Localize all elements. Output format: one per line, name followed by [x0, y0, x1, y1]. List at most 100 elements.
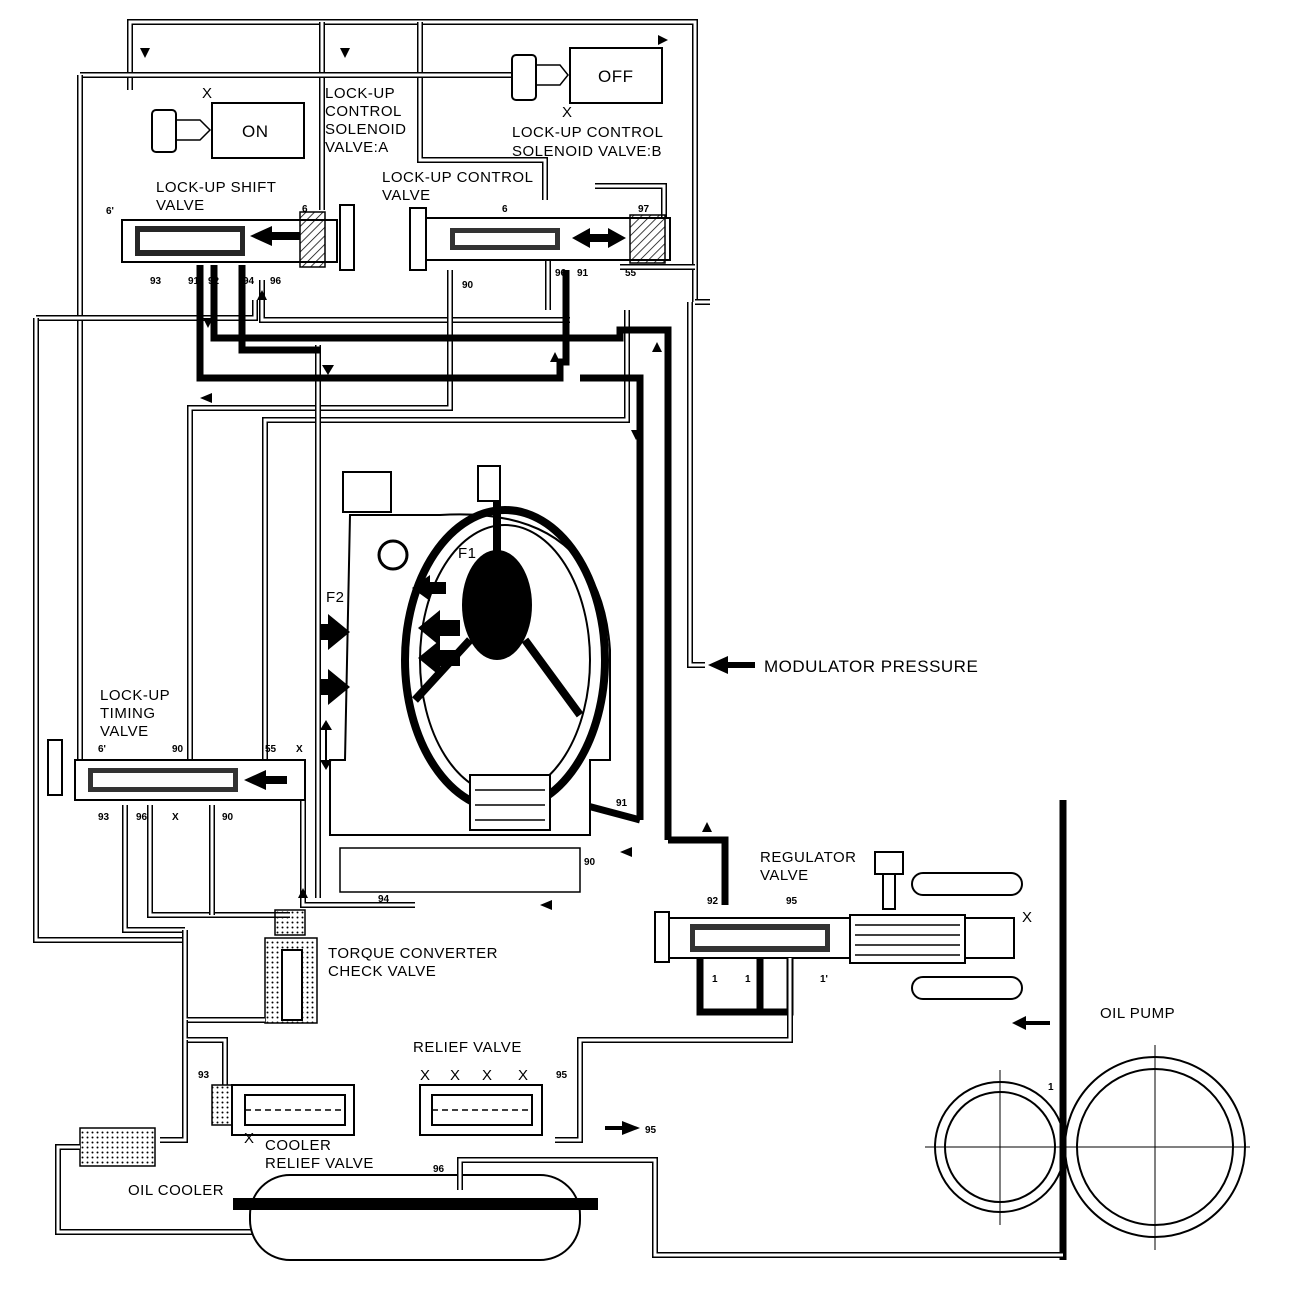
- regulator-label-1: REGULATOR: [760, 849, 856, 866]
- regulator-bottom-roller: [911, 976, 1023, 1000]
- relief-valve-label: RELIEF VALVE: [413, 1039, 522, 1056]
- oil-cooler-port-96: 96: [433, 1164, 445, 1175]
- lockup-timing-valve: LOCK-UP TIMING VALVE 6' 90 55 X 93 96 X …: [47, 687, 306, 933]
- control-port-55: 55: [625, 268, 637, 279]
- control-port-96: 96: [555, 268, 567, 279]
- torque-converter: F1 F2 91 90 94: [320, 465, 628, 905]
- shift-valve-label-1: LOCK-UP SHIFT: [156, 179, 276, 196]
- shift-port-6: 6: [302, 204, 308, 215]
- shift-valve-label-2: VALVE: [156, 197, 205, 214]
- converter-piston-seal: [377, 539, 409, 571]
- control-port-91: 91: [577, 268, 589, 279]
- oil-pan-strainer: [233, 1198, 598, 1210]
- regulator-top-roller: [911, 872, 1023, 896]
- check-valve-label-2: CHECK VALVE: [328, 963, 436, 980]
- f1-arrow-1: [418, 610, 460, 646]
- oil-pump-port-1: 1: [1048, 1082, 1054, 1093]
- timing-valve-label-2: TIMING: [100, 705, 156, 722]
- oil-cooler: OIL COOLER 96: [55, 1127, 1063, 1261]
- solenoid-a-body: [211, 102, 305, 159]
- solenoid-a-state: ON: [242, 122, 269, 141]
- solenoid-valve-a: ON X LOCK-UP CONTROL SOLENOID VALVE:A: [151, 85, 406, 159]
- regulator-port-95: 95: [786, 896, 798, 907]
- relief-port-x4: X: [518, 1067, 529, 1084]
- regulator-adjust-screw: [874, 851, 904, 875]
- solenoid-a-label-1: LOCK-UP: [325, 85, 395, 102]
- timing-valve-plug: [47, 739, 63, 796]
- solenoid-b-body: [569, 47, 663, 104]
- timing-port-6p: 6': [98, 744, 106, 755]
- control-port-90: 90: [462, 280, 474, 291]
- timing-port-96: 96: [136, 812, 148, 823]
- converter-port-90: 90: [584, 857, 596, 868]
- regulator-port-x: X: [1022, 909, 1033, 926]
- converter-nipple: [477, 465, 501, 502]
- lockup-control-valve: LOCK-UP CONTROL VALVE 6 97 90 96 91 55: [382, 169, 671, 291]
- timing-port-x-top: X: [296, 744, 303, 755]
- oil-pan: [249, 1174, 581, 1261]
- modulator-arrow: [708, 656, 755, 674]
- converter-hub: [469, 774, 551, 831]
- regulator-end-plug: [654, 911, 670, 963]
- oil-pump: OIL PUMP 1: [925, 1005, 1250, 1250]
- force-f2: F2: [326, 589, 345, 606]
- relief-port-x3: X: [482, 1067, 493, 1084]
- oil-cooler-core: [79, 1127, 156, 1167]
- solenoid-a-x-mark: X: [202, 85, 213, 102]
- timing-valve-label-1: LOCK-UP: [100, 687, 170, 704]
- timing-valve-arrow: [244, 770, 287, 790]
- cooler-relief-valve: 93 X COOLER RELIEF VALVE: [160, 1040, 374, 1172]
- converter-stator: [462, 550, 532, 660]
- shift-port-6p: 6': [106, 206, 114, 217]
- solenoid-b-label-2: SOLENOID VALVE:B: [512, 143, 662, 160]
- control-valve-arrow: [572, 228, 626, 248]
- modulator-pressure-callout: MODULATOR PRESSURE: [708, 656, 978, 676]
- control-valve-label-1: LOCK-UP CONTROL: [382, 169, 533, 186]
- control-valve-plug: [409, 207, 427, 271]
- regulator-spring-housing: [849, 914, 966, 964]
- solenoid-a-label-4: VALVE:A: [325, 139, 389, 156]
- solenoid-b-x-mark: X: [562, 104, 573, 121]
- lockup-shift-valve: LOCK-UP SHIFT VALVE 6' 6 93 91 92 94 96: [106, 179, 355, 287]
- shift-valve-arrow: [250, 226, 300, 246]
- cooler-relief-port-x: X: [244, 1130, 255, 1147]
- timing-port-90-top: 90: [172, 744, 184, 755]
- converter-port-91: 91: [616, 798, 628, 809]
- solenoid-valve-b: OFF X LOCK-UP CONTROL SOLENOID VALVE:B: [511, 47, 663, 160]
- control-port-97: 97: [638, 204, 650, 215]
- regulator-port-92: 92: [707, 896, 719, 907]
- timing-port-90-bottom: 90: [222, 812, 234, 823]
- regulator-port-1a: 1: [712, 974, 718, 985]
- cooler-relief-label-2: RELIEF VALVE: [265, 1155, 374, 1172]
- solenoid-a-label-2: CONTROL: [325, 103, 402, 120]
- shift-port-93: 93: [150, 276, 162, 287]
- shift-port-96: 96: [270, 276, 282, 287]
- timing-valve-label-3: VALVE: [100, 723, 149, 740]
- regulator-valve: REGULATOR VALVE 92 95 X 1 1 1': [555, 849, 1033, 1143]
- control-port-6: 6: [502, 204, 508, 215]
- relief-port-x1: X: [420, 1067, 431, 1084]
- line-95-label: 95: [645, 1125, 657, 1136]
- regulator-label-2: VALVE: [760, 867, 809, 884]
- flow-arrows: [140, 35, 712, 910]
- check-valve-label-1: TORQUE CONVERTER: [328, 945, 498, 962]
- torque-converter-check-valve: TORQUE CONVERTER CHECK VALVE: [182, 909, 498, 1085]
- relief-port-x2: X: [450, 1067, 461, 1084]
- shift-valve-spring-end: [299, 211, 326, 268]
- oil-pump-label: OIL PUMP: [1100, 1005, 1175, 1022]
- shift-port-92: 92: [208, 276, 220, 287]
- relief-port-95: 95: [556, 1070, 568, 1081]
- timing-port-x-bottom: X: [172, 812, 179, 823]
- solenoid-a-plunger: [151, 109, 177, 153]
- oil-cooler-label: OIL COOLER: [128, 1182, 224, 1199]
- control-valve-label-2: VALVE: [382, 187, 431, 204]
- top-line-network: [33, 19, 710, 943]
- relief-valve: RELIEF VALVE X X X X 95 95: [413, 1039, 657, 1136]
- regulator-port-1b: 1: [745, 974, 751, 985]
- converter-port-94: 94: [378, 894, 390, 905]
- cooler-relief-port-93: 93: [198, 1070, 210, 1081]
- timing-port-93: 93: [98, 812, 110, 823]
- solenoid-b-state: OFF: [598, 67, 634, 86]
- timing-port-55: 55: [265, 744, 277, 755]
